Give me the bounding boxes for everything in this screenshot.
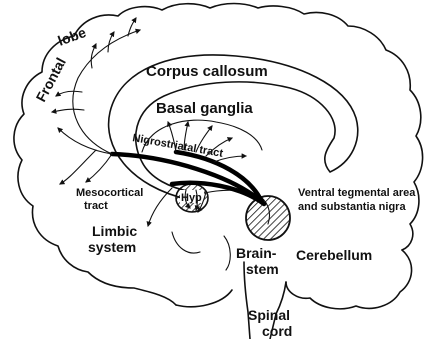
ventral-tegmental-area-circle bbox=[246, 196, 290, 240]
basal-ganglia-label: Basal ganglia bbox=[156, 100, 253, 117]
limbic-label-line1: Limbic bbox=[92, 223, 137, 239]
brainstem-label-line1: Brain- bbox=[236, 245, 277, 261]
brainstem-label-line2: stem bbox=[246, 261, 279, 277]
vta-label-line2: and substantia nigra bbox=[298, 201, 406, 213]
vta-label-line1: Ventral tegmental area bbox=[298, 187, 416, 199]
limbic-contour bbox=[172, 232, 200, 253]
limbic-label-line2: system bbox=[88, 239, 136, 255]
pituitary-contour bbox=[224, 236, 230, 270]
corpus-callosum-label: Corpus callosum bbox=[146, 63, 268, 80]
lobe-label: lobe bbox=[56, 24, 89, 49]
mesocortical-label-line2: tract bbox=[84, 200, 108, 212]
mesocortical-label-line1: Mesocortical bbox=[76, 187, 143, 199]
frontal-label: Frontal bbox=[33, 55, 69, 104]
spinal-label-line2: cord bbox=[262, 323, 292, 339]
hyp-label: Hyp bbox=[181, 192, 202, 204]
spinal-label-line1: Spinal bbox=[248, 307, 290, 323]
cerebellum-label: Cerebellum bbox=[296, 247, 372, 263]
temporal-lower-edge bbox=[176, 290, 232, 307]
